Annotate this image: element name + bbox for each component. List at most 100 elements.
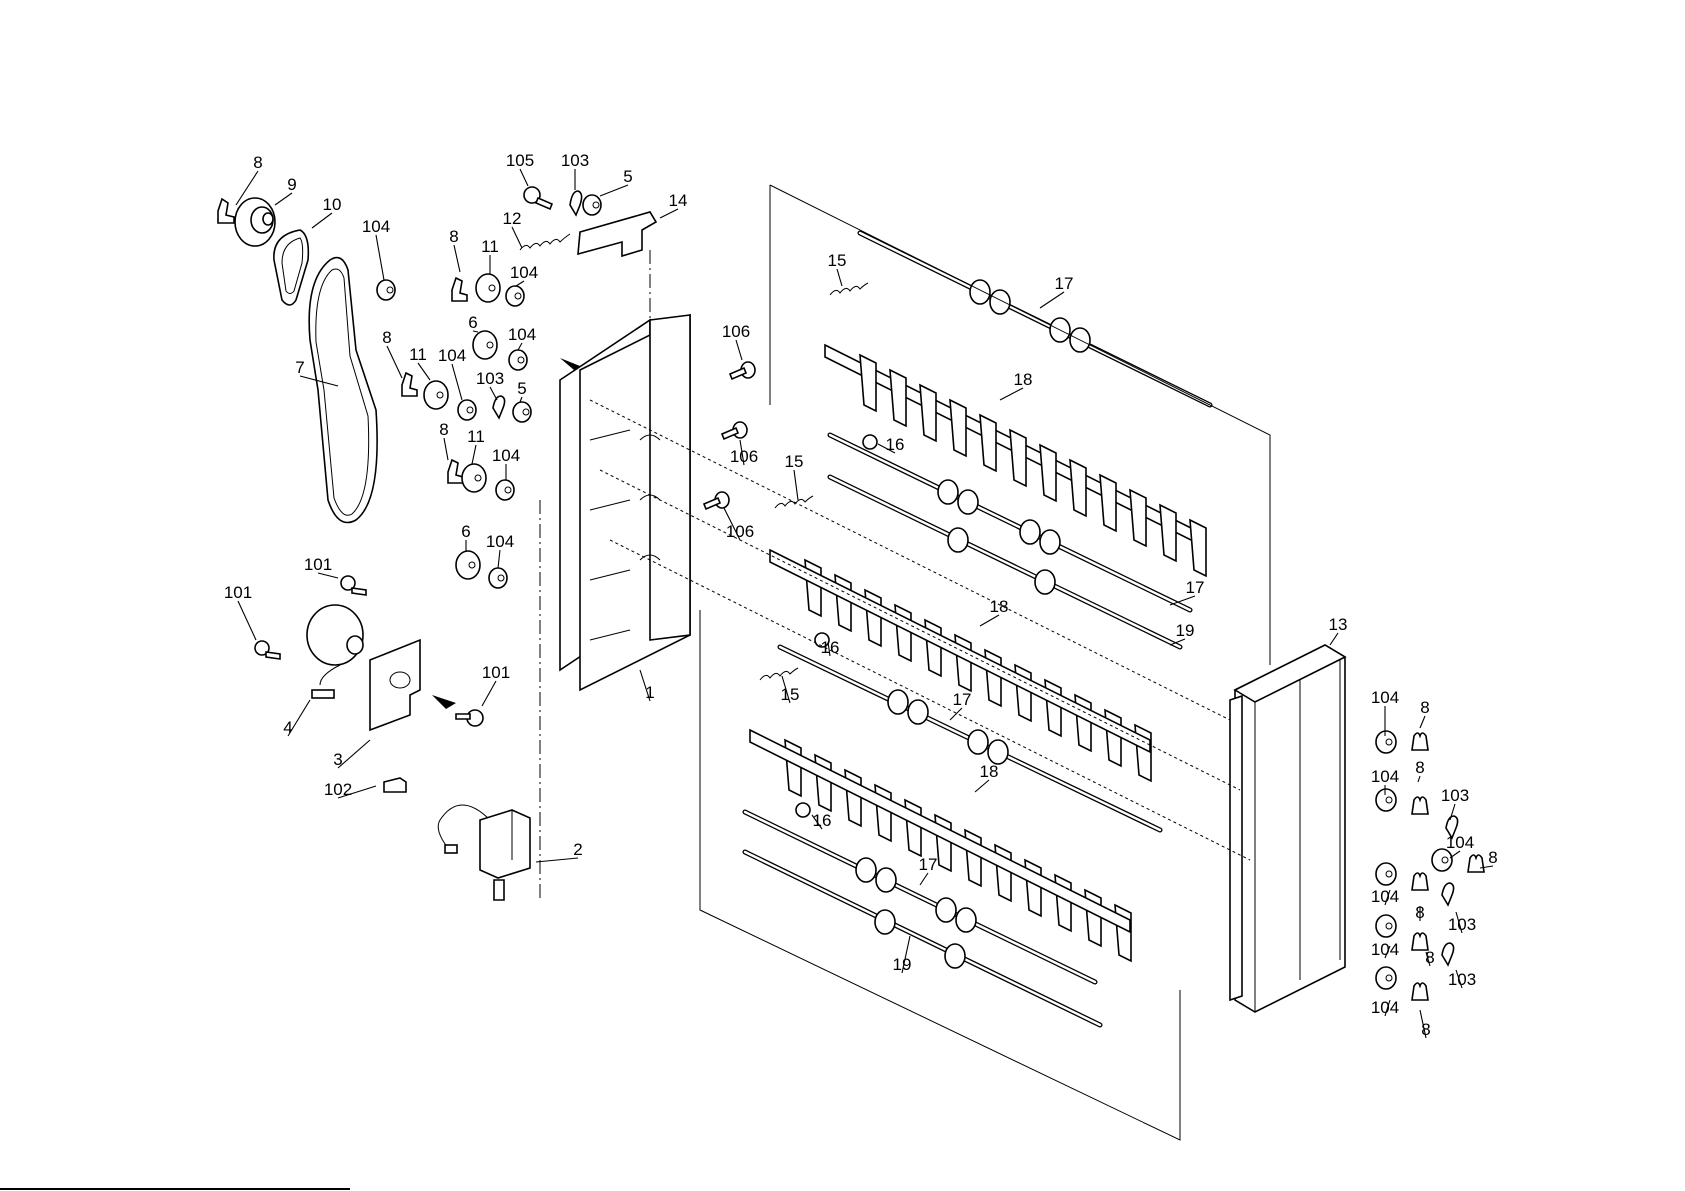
callout-label-18: 18 bbox=[1014, 370, 1033, 389]
bushing-104 bbox=[1376, 731, 1396, 753]
lever bbox=[578, 212, 656, 256]
leader-line bbox=[275, 193, 292, 205]
e-clip bbox=[218, 199, 234, 223]
bushing-104 bbox=[1432, 849, 1452, 871]
bushing-104 bbox=[509, 350, 527, 370]
motor-harness bbox=[312, 665, 340, 698]
callout-label-17: 17 bbox=[953, 690, 972, 709]
gear-6 bbox=[456, 551, 480, 579]
leader-line bbox=[482, 681, 496, 706]
callout-label-104: 104 bbox=[1371, 940, 1399, 959]
callout-label-106: 106 bbox=[726, 522, 754, 541]
screw-101 bbox=[341, 576, 366, 595]
callout-label-12: 12 bbox=[503, 209, 522, 228]
leader-line bbox=[498, 550, 500, 568]
leader-line bbox=[454, 245, 460, 272]
callout-label-103: 103 bbox=[561, 151, 589, 170]
callout-label-101: 101 bbox=[224, 583, 252, 602]
e-clip bbox=[1412, 983, 1428, 1000]
guide-finger bbox=[1070, 460, 1086, 516]
bushing-104 bbox=[458, 400, 476, 420]
callout-label-104: 104 bbox=[1371, 998, 1399, 1017]
callout-label-104: 104 bbox=[510, 263, 538, 282]
solenoid bbox=[438, 805, 530, 900]
callout-label-17: 17 bbox=[919, 855, 938, 874]
callout-label-11: 11 bbox=[467, 427, 485, 446]
gear-5 bbox=[583, 195, 601, 215]
leader-line bbox=[794, 470, 798, 500]
retainer-103 bbox=[1442, 883, 1454, 905]
callout-label-8: 8 bbox=[253, 153, 262, 172]
callout-label-104: 104 bbox=[1371, 767, 1399, 786]
callout-label-104: 104 bbox=[508, 325, 536, 344]
bushing-104 bbox=[377, 280, 395, 300]
leader-line bbox=[1000, 388, 1023, 400]
leader-line bbox=[520, 169, 528, 186]
e-clip bbox=[1412, 797, 1428, 814]
callout-label-6: 6 bbox=[461, 522, 470, 541]
bushing-104 bbox=[1376, 863, 1396, 885]
e-clip bbox=[448, 460, 463, 483]
guide-plate-assembly bbox=[785, 345, 1206, 961]
screw-106 bbox=[722, 422, 747, 439]
timing-belt-long bbox=[309, 258, 377, 523]
e-clip bbox=[452, 278, 467, 301]
leader-line bbox=[512, 227, 522, 248]
gear-6 bbox=[473, 331, 497, 359]
e-clip bbox=[1468, 855, 1484, 872]
leader-line bbox=[376, 235, 384, 280]
callout-label-104: 104 bbox=[362, 217, 390, 236]
guide-finger bbox=[1130, 490, 1146, 546]
pulley bbox=[235, 198, 275, 246]
leader-line bbox=[980, 615, 999, 626]
callout-label-10: 10 bbox=[323, 195, 342, 214]
gear-11 bbox=[462, 464, 486, 492]
retainer-103 bbox=[493, 396, 505, 418]
retainer-103 bbox=[1442, 943, 1454, 965]
callout-label-11: 11 bbox=[481, 237, 499, 256]
bushing-104 bbox=[506, 286, 524, 306]
leader-line bbox=[920, 873, 928, 885]
callout-label-106: 106 bbox=[722, 322, 750, 341]
callout-label-15: 15 bbox=[785, 452, 804, 471]
stud-105 bbox=[524, 187, 552, 209]
e-clip bbox=[1412, 873, 1428, 890]
callout-label-104: 104 bbox=[492, 446, 520, 465]
callout-label-18: 18 bbox=[980, 762, 999, 781]
leader-line bbox=[452, 364, 462, 400]
callout-label-8: 8 bbox=[1415, 758, 1424, 777]
e-clip bbox=[402, 373, 417, 396]
bushing-104 bbox=[496, 480, 514, 500]
guide-finger bbox=[980, 415, 996, 471]
callout-label-104: 104 bbox=[1446, 833, 1474, 852]
bushing-104 bbox=[1376, 789, 1396, 811]
leader-line bbox=[837, 269, 842, 286]
callout-label-103: 103 bbox=[1448, 970, 1476, 989]
callout-label-9: 9 bbox=[287, 175, 296, 194]
motor-bracket bbox=[370, 640, 420, 730]
guide-finger bbox=[890, 370, 906, 426]
screw-101 bbox=[255, 641, 280, 659]
motor bbox=[307, 605, 363, 665]
callout-label-15: 15 bbox=[828, 251, 847, 270]
callout-label-101: 101 bbox=[482, 663, 510, 682]
leader-line bbox=[975, 780, 989, 792]
timing-belt-short bbox=[274, 230, 308, 305]
spring-15 bbox=[830, 283, 868, 295]
leader-line bbox=[536, 858, 578, 862]
leader-line bbox=[1040, 292, 1064, 308]
leader-line bbox=[600, 185, 628, 196]
rear-bracket bbox=[1230, 645, 1345, 1012]
collar bbox=[796, 803, 810, 817]
callout-label-104: 104 bbox=[438, 346, 466, 365]
bushing-104 bbox=[1376, 967, 1396, 989]
callout-label-103: 103 bbox=[1441, 786, 1469, 805]
guide-finger bbox=[1040, 445, 1056, 501]
gear-11 bbox=[476, 274, 500, 302]
leader-line bbox=[660, 209, 678, 218]
callout-label-17: 17 bbox=[1186, 578, 1205, 597]
leader-line bbox=[418, 363, 430, 380]
leader-line bbox=[387, 346, 402, 378]
leader-line bbox=[736, 340, 742, 360]
leader-line bbox=[950, 708, 962, 720]
